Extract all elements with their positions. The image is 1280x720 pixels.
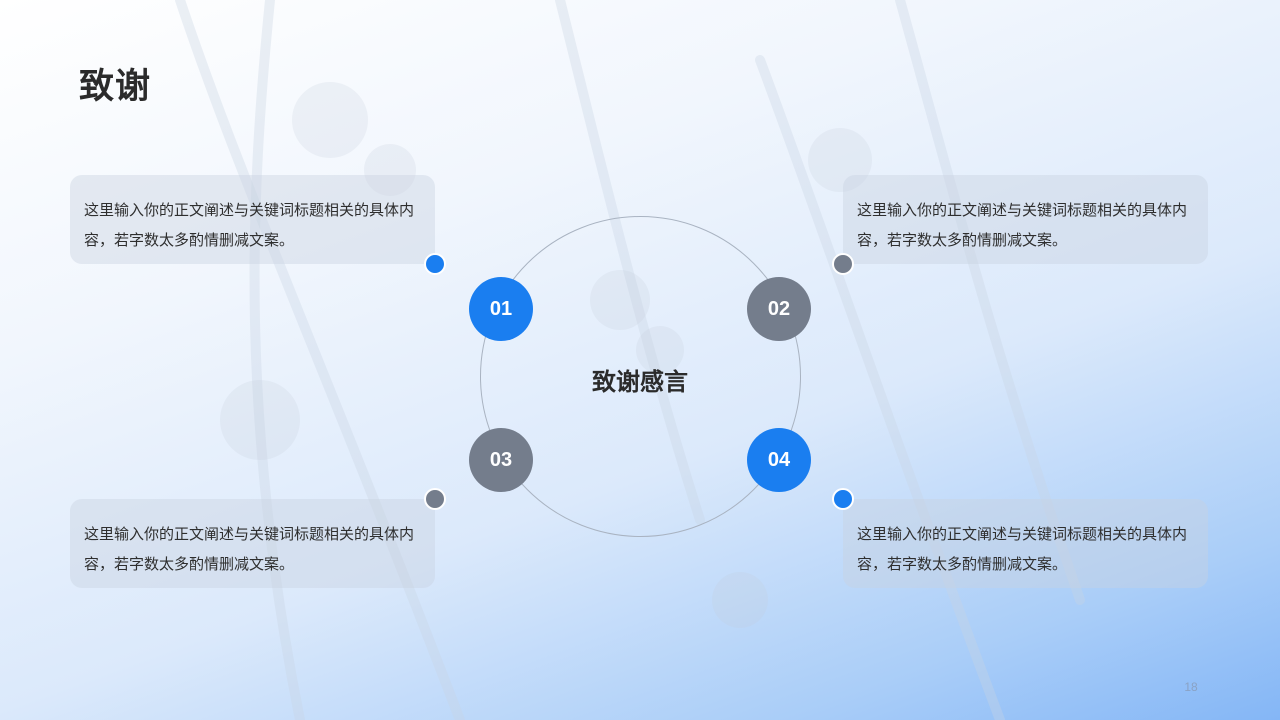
connector-dot-3: [424, 488, 446, 510]
number-badge-2-label: 02: [767, 297, 791, 320]
connector-dot-4: [832, 488, 854, 510]
connector-dot-1: [424, 253, 446, 275]
text-card-3: 这里输入你的正文阐述与关键词标题相关的具体内容，若字数太多酌情删减文案。: [70, 499, 435, 588]
center-ring: [480, 216, 801, 537]
number-badge-3: 03: [469, 428, 533, 492]
text-card-4: 这里输入你的正文阐述与关键词标题相关的具体内容，若字数太多酌情删减文案。: [843, 499, 1208, 588]
center-label: 致谢感言: [592, 368, 688, 396]
connector-dot-2: [832, 253, 854, 275]
page-number: 18: [1184, 680, 1198, 694]
text-card-2-text: 这里输入你的正文阐述与关键词标题相关的具体内容，若字数太多酌情删减文案。: [857, 201, 1188, 249]
number-badge-3-label: 03: [489, 448, 513, 471]
text-card-4-text: 这里输入你的正文阐述与关键词标题相关的具体内容，若字数太多酌情删减文案。: [857, 525, 1188, 573]
number-badge-4: 04: [747, 428, 811, 492]
number-badge-1: 01: [469, 277, 533, 341]
number-badge-2: 02: [747, 277, 811, 341]
text-card-1: 这里输入你的正文阐述与关键词标题相关的具体内容，若字数太多酌情删减文案。: [70, 175, 435, 264]
text-card-1-text: 这里输入你的正文阐述与关键词标题相关的具体内容，若字数太多酌情删减文案。: [84, 201, 415, 249]
number-badge-1-label: 01: [489, 297, 513, 320]
number-badge-4-label: 04: [767, 448, 791, 471]
page-title: 致谢: [79, 67, 152, 107]
text-card-2: 这里输入你的正文阐述与关键词标题相关的具体内容，若字数太多酌情删减文案。: [843, 175, 1208, 264]
text-card-3-text: 这里输入你的正文阐述与关键词标题相关的具体内容，若字数太多酌情删减文案。: [84, 525, 415, 573]
